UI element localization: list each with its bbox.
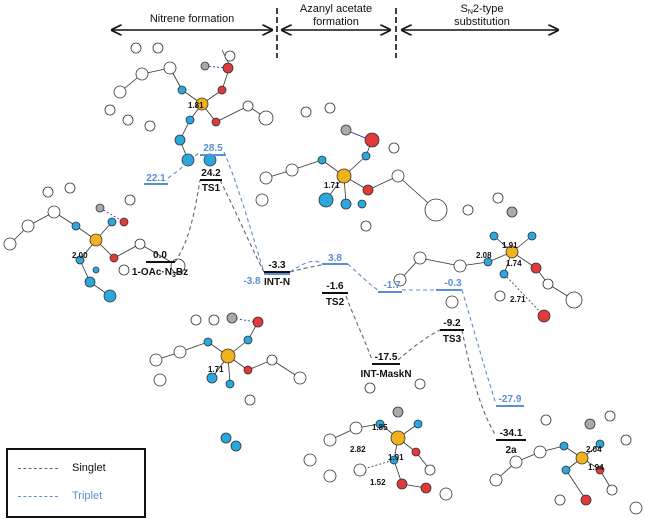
geometry-label-5b: 1.91	[502, 241, 518, 250]
geometry-label-5d: 2.71	[510, 295, 526, 304]
legend-singlet: Singlet	[18, 462, 106, 474]
singlet-swatch	[18, 467, 58, 469]
energy-label: -9.2	[443, 318, 461, 329]
state-name: TS2	[326, 297, 345, 308]
state-name: TS1	[202, 183, 221, 194]
singlet-connectors	[174, 179, 497, 437]
energy-label: 22.1	[146, 173, 166, 184]
molecule-7-2a	[489, 410, 643, 515]
legend-singlet-label: Singlet	[72, 462, 106, 474]
energy-label: -3.8	[243, 276, 261, 287]
phase-headers: Nitrene formation Azanyl acetate formati…	[112, 3, 558, 58]
energy-label: -34.1	[500, 428, 523, 439]
geometry-label-7a: 2.04	[586, 445, 602, 454]
triplet-levels: 22.1 28.5 -3.8 3.8 -1.7 -0.3 -27.9	[144, 143, 524, 407]
molecule-6-maskn	[303, 378, 453, 501]
legend-triplet-label: Triplet	[72, 490, 103, 502]
molecule-2-start	[3, 182, 186, 303]
phase3-label-line2: substitution	[454, 16, 510, 28]
energy-label: 0.0	[153, 250, 167, 261]
molecule-5-ts3	[393, 192, 583, 323]
state-name: 2a	[505, 445, 517, 456]
state-name: TS3	[443, 334, 462, 345]
triplet-swatch	[18, 495, 58, 497]
state-name: INT-MaskN	[360, 369, 411, 380]
geometry-label-1: 1.81	[188, 101, 204, 110]
molecule-4-intn	[149, 312, 307, 452]
energy-label: 3.8	[328, 253, 342, 264]
phase2-label-line2: formation	[313, 16, 359, 28]
energy-label: -0.3	[444, 278, 462, 289]
geometry-label-2: 2.00	[72, 251, 88, 260]
geometry-label-6a: 1.85	[372, 423, 388, 432]
geometry-label-4: 1.71	[208, 365, 224, 374]
phase2-label-line1: Azanyl acetate	[300, 3, 372, 15]
phase1-label: Nitrene formation	[150, 13, 234, 25]
energy-label: 28.5	[203, 143, 223, 154]
energy-label: -3.3	[268, 260, 286, 271]
geometry-label-3: 1.71	[324, 181, 340, 190]
geometry-label-5c: 1.74	[506, 259, 522, 268]
geometry-label-6c: 1.91	[388, 453, 404, 462]
state-name: INT-N	[264, 277, 290, 288]
singlet-levels: 0.0 1-OAc·N3Bz 24.2 TS1 -3.3 INT-N -1.6 …	[132, 168, 526, 456]
geometry-label-7b: 1.94	[588, 463, 604, 472]
geometry-label-6d: 1.52	[370, 478, 386, 487]
state-name: 1-OAc·N3Bz	[132, 267, 188, 279]
energy-label: -27.9	[499, 394, 522, 405]
phase3-label-line1: SN2-type	[461, 3, 504, 16]
triplet-connectors	[167, 151, 497, 405]
energy-label: -1.7	[383, 280, 401, 291]
geometry-label-6b: 2.82	[350, 445, 366, 454]
geometry-label-5a: 2.08	[476, 251, 492, 260]
energy-label: 24.2	[201, 168, 221, 179]
molecule-3-intn	[255, 102, 448, 232]
energy-label: -1.6	[326, 281, 344, 292]
legend-triplet: Triplet	[18, 490, 102, 502]
energy-label: -17.5	[375, 352, 398, 363]
molecule-1-ts1	[104, 42, 274, 167]
legend: Singlet Triplet	[6, 448, 146, 518]
